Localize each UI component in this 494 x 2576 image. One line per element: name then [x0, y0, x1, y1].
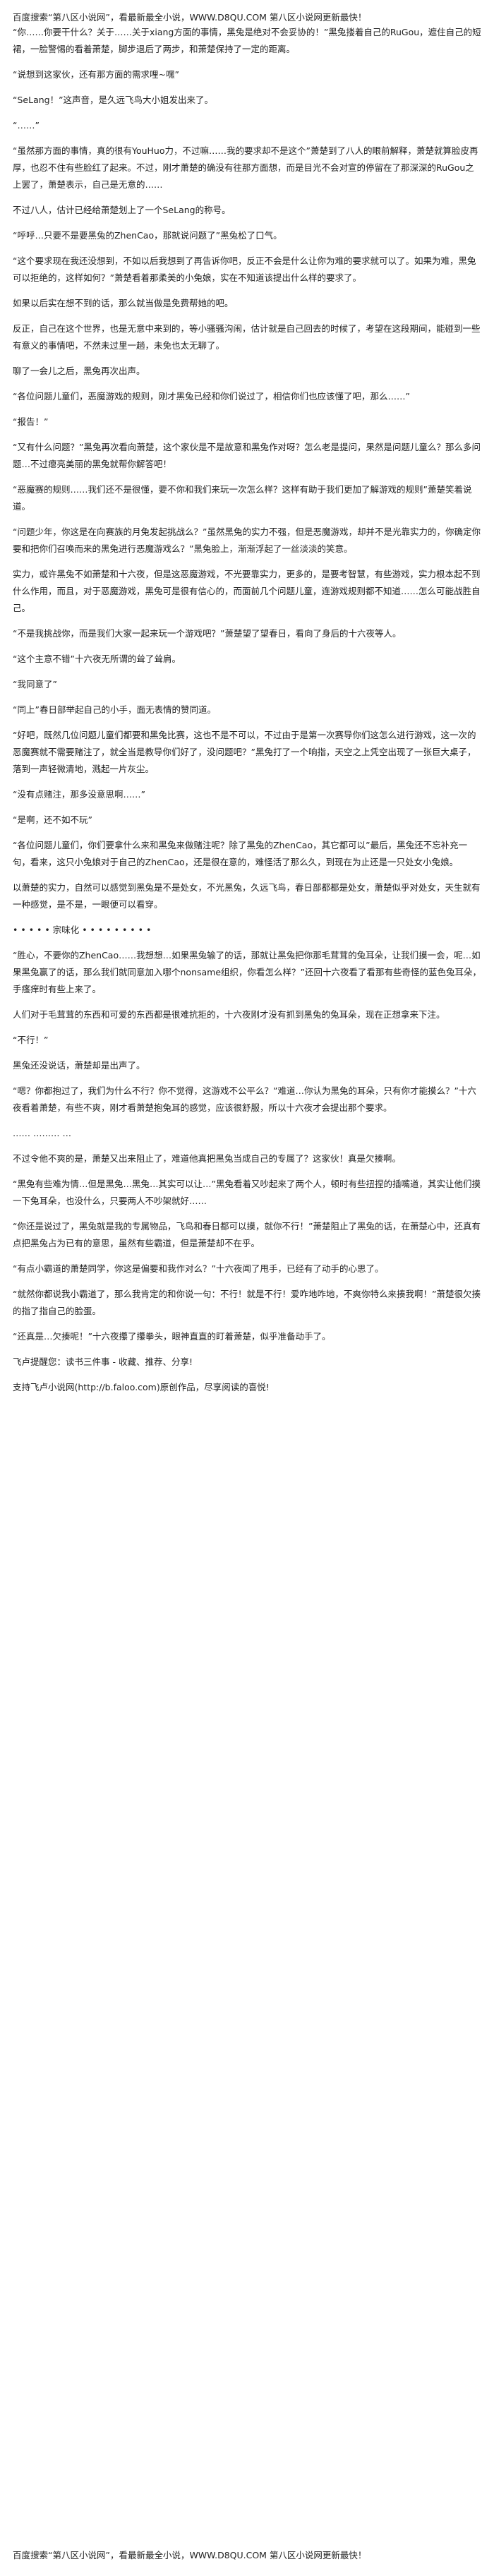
story-paragraph: “呼呼…只要不是要黑兔的ZhenCao，那就说问题了”黑兔松了口气。 [13, 230, 282, 241]
story-paragraph: “胜心，不要你的ZhenCao……我想想…如果黑兔输了的话，那就让黑兔把你那毛茸… [13, 950, 482, 994]
header-banner: 百度搜索“第八区小说网”，看最新最全小说，WWW.D8QU.COM 第八区小说网… [13, 12, 367, 23]
story-paragraph: “这个要求现在我还没想到，不如以后我想到了再告诉你吧，反正不会是什么让你为难的要… [13, 255, 476, 283]
story-paragraph: “恶魔赛的规则……我们还不是很懂，要不你和我们来玩一次怎么样？这样有助于我们更加… [13, 484, 472, 512]
story-paragraph: “好吧，既然几位问题儿童们都要和黑兔比赛，这也不是不可以，不过由于是第一次赛导你… [13, 730, 476, 774]
story-paragraph: 如果以后实在想不到的话，那么就当做是免费帮她的吧。 [13, 298, 234, 308]
story-paragraph: “又有什么问题？”黑兔再次看向萧楚，这个家伙是不是故意和黑兔作对呀？怎么老是提问… [13, 442, 481, 469]
story-paragraph: “没有点赌注，那多没意思啊……” [13, 789, 145, 800]
story-paragraph: “问题少年，你这是在向赛族的月兔发起挑战么？”虽然黑兔的实力不强，但是恶魔游戏，… [13, 526, 481, 554]
footer-banner: 百度搜索“第八区小说网”，看最新最全小说，WWW.D8QU.COM 第八区小说网… [13, 2550, 367, 2560]
story-paragraph: 不过八人，估计已经给萧楚划上了一个SeLang的称号。 [13, 205, 231, 215]
story-paragraph: • • • • • 宗味化 • • • • • • • • • [13, 925, 152, 935]
chapter-body: “你……你要干什么？关于……关于xiang方面的事情，黑兔是绝对不会妥协的！”黑… [13, 24, 481, 1396]
story-paragraph: “还真是…欠揍呢！”十六夜攥了攥拳头，眼神直直的盯着萧楚，似乎准备动手了。 [13, 1331, 331, 1342]
story-paragraph: 支持飞卢小说网(http://b.faloo.com)原创作品，尽享阅读的喜悦! [13, 1382, 270, 1392]
story-paragraph: …… ……… … [13, 1128, 71, 1138]
story-paragraph: “报告！” [13, 416, 49, 427]
story-paragraph: “不行！” [13, 1035, 49, 1045]
story-paragraph: “是啊，还不如不玩” [13, 814, 92, 825]
story-paragraph: “各位问题儿童们，你们要拿什么来和黑兔来做赌注呢？除了黑兔的ZhenCao，其它… [13, 840, 468, 867]
story-paragraph: “嗯？你都抱过了，我们为什么不行？你不觉得，这游戏不公平么？”难道…你认为黑兔的… [13, 1085, 476, 1113]
story-paragraph: 人们对于毛茸茸的东西和可爱的东西都是很难抗拒的，十六夜刚才没有抓到黑兔的兔耳朵，… [13, 1009, 445, 1020]
story-paragraph: 飞卢提醒您：读书三件事 - 收藏、推荐、分享! [13, 1356, 193, 1367]
story-paragraph: “黑兔有些难为情…但是黑兔…黑兔…其实可以让…”黑兔看着又吵起来了两个人，顿时有… [13, 1179, 481, 1206]
story-paragraph: “……” [13, 120, 40, 131]
story-paragraph: “有点小霸道的萧楚同学，你这是偏要和我作对么？”十六夜闻了甩手，已经有了动手的心… [13, 1263, 384, 1274]
story-paragraph: “你……你要干什么？关于……关于xiang方面的事情，黑兔是绝对不会妥协的！”黑… [13, 27, 481, 54]
story-paragraph: “就然你都说我小霸道了，那么我肯定的和你说一句：不行！就是不行！爱咋地咋地，不爽… [13, 1289, 481, 1316]
story-paragraph: 实力，或许黑兔不如萧楚和十六夜，但是这恶魔游戏，不光要靠实力，更多的，是要考智慧… [13, 569, 481, 613]
story-paragraph: “同上”春日部举起自己的小手，面无表情的赞同道。 [13, 704, 216, 715]
story-paragraph: “你还是说过了，黑兔就是我的专属物品，飞鸟和春日都可以摸，就你不行！”萧楚阻止了… [13, 1221, 481, 1248]
story-paragraph: 以萧楚的实力，自然可以感觉到黑兔是不是处女，不光黑兔，久远飞鸟，春日部都都是处女… [13, 882, 481, 910]
story-paragraph: “虽然那方面的事情，真的很有YouHuo力，不过嘛……我的要求却不是这个”萧楚到… [13, 145, 478, 190]
story-paragraph: “这个主意不错”十六夜无所谓的耸了耸肩。 [13, 654, 181, 664]
story-paragraph: “不是我挑战你，而是我们大家一起来玩一个游戏吧？”萧楚望了望春日，看向了身后的十… [13, 628, 402, 639]
story-paragraph: “我同意了” [13, 679, 57, 690]
story-paragraph: “说想到这家伙，还有那方面的需求哩~嘿” [13, 69, 179, 80]
story-paragraph: “各位问题儿童们，恶魔游戏的规则，刚才黑兔已经和你们说过了，相信你们也应该懂了吧… [13, 391, 410, 402]
story-paragraph: 黑兔还没说话，萧楚却是出声了。 [13, 1060, 145, 1071]
story-paragraph: “SeLang！”这声音，是久远飞鸟大小姐发出来了。 [13, 95, 214, 105]
story-paragraph: 反正，自己在这个世界，也是无意中来到的，等小骚骚沟闹，估计就是自己回去的时候了，… [13, 323, 481, 351]
story-paragraph: 聊了一会儿之后，黑兔再次出声。 [13, 366, 145, 376]
story-paragraph: 不过令他不爽的是，萧楚又出来阻止了，难道他真把黑兔当成自己的专属了？这家伙！真是… [13, 1153, 402, 1164]
